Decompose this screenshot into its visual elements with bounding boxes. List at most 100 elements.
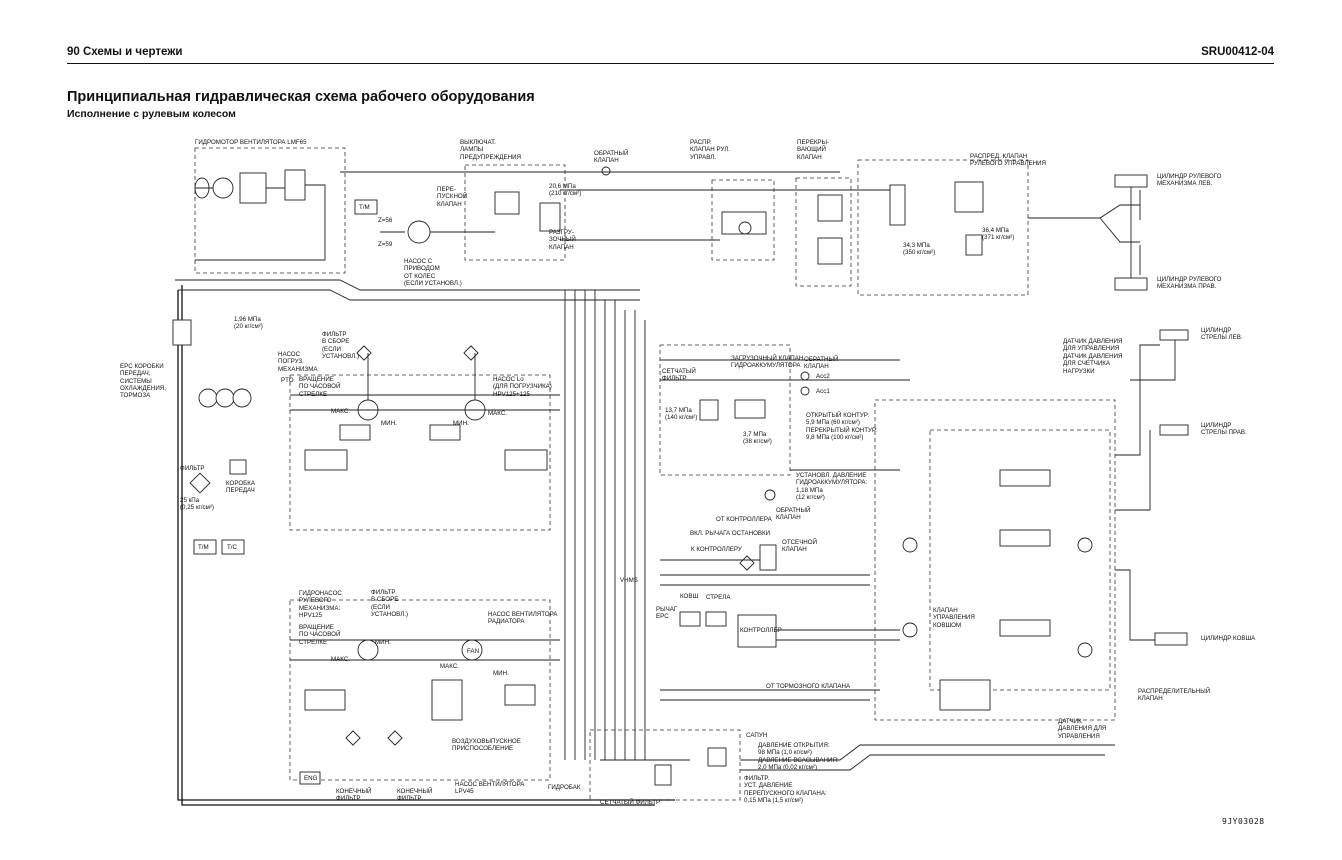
loader-pump-label: НАСОС ПОГРУЗ. МЕХАНИЗМА [278, 351, 318, 373]
breather-label: САПУН [746, 732, 768, 739]
strainer-label: СЕТЧАТЫЙ ФИЛЬТР [662, 368, 696, 383]
steer-cyl-left-label: ЦИЛИНДР РУЛЕВОГО МЕХАНИЗМА ЛЕВ. [1157, 173, 1222, 188]
breather-pressure-label: ДАВЛЕНИЕ ОТКРЫТИЯ: 98 МПа (1,0 кг/см²) Д… [758, 742, 839, 771]
steer-cyl-right-label: ЦИЛИНДР РУЛЕВОГО МЕХАНИЗМА ПРАВ. [1157, 276, 1222, 291]
stop-lever-label: ВКЛ. РЫЧАГА ОСТАНОВКИ [690, 530, 771, 537]
boom-epc [705, 611, 727, 627]
fan-motor-block [194, 147, 346, 274]
max3-label: МАКС. [331, 656, 351, 663]
check-valve-top-label: ОБРАТНЫЙ КЛАПАН [594, 150, 629, 165]
to-controller-label: К КОНТРОЛЛЕРУ [691, 546, 742, 553]
filter-left-label: ФИЛЬТР [180, 465, 205, 472]
pressure-sensor3-label: ДАТЧИК ДАВЛЕНИЯ ДЛЯ УПРАВЛЕНИЯ [1058, 718, 1107, 740]
steer-spool-label: РАСПР. КЛАПАН РУЛ. УПРАВЛ. [690, 139, 730, 161]
max2-label: МАКС. [488, 410, 508, 417]
max4-label: МАКС. [440, 663, 460, 670]
tm-box-2 [193, 539, 217, 555]
pressure-343-label: 34,3 МПа (350 кг/см²) [903, 242, 936, 257]
boom-cylinder-right [1159, 424, 1189, 436]
pressure-196-label: 1,96 МПа (20 кг/см²) [234, 316, 263, 331]
rot-clockwise-label: ВРАЩЕНИЕ ПО ЧАСОВОЙ СТРЕЛКЕ [299, 376, 341, 398]
fan-motor-label: ГИДРОМОТОР ВЕНТИЛЯТОРА LMF65 [195, 139, 307, 146]
warning-switch-label: ВЫКЛЮЧАТ. ЛАМПЫ ПРЕДУПРЕЖДЕНИЯ [460, 139, 522, 161]
tc-box [221, 539, 245, 555]
bucket-cylinder [1154, 632, 1188, 646]
check-valve-mid-label: ОБРАТНЫЙ КЛАПАН [776, 507, 811, 522]
epc-trans-label: EPC КОРОБКИ ПЕРЕДАЧ, СИСТЕМЫ ОХЛАЖДЕНИЯ,… [120, 363, 166, 400]
left-filter-icon [189, 472, 211, 494]
boom-label: СТРЕЛА [706, 594, 731, 601]
wheel-pump-icon [407, 220, 431, 244]
pressure-sensor-label: ДАТЧИК ДАВЛЕНИЯ ДЛЯ УПРАВЛЕНИЯ [1063, 338, 1123, 353]
open-circuit-label: ОТКРЫТЫЙ КОНТУР: 5,9 МПа (60 кг/см²) ПЕР… [806, 412, 878, 441]
pressure-sensor2-label: ДАТЧИК ДАВЛЕНИЯ ДЛЯ СЧЕТЧИКА НАГРУЗКИ [1063, 353, 1123, 375]
page-title: Принципиальная гидравлическая схема рабо… [67, 89, 535, 105]
filter-assy-label: ФИЛЬТР В СБОРЕ (ЕСЛИ УСТАНОВЛ.) [322, 331, 360, 360]
max1-label: МАКС. [331, 408, 351, 415]
check-valve-icon [601, 166, 611, 176]
tm-box [354, 199, 378, 215]
steer-cylinder-left [1114, 174, 1148, 188]
final-filter2-label: КОНЕЧНЫЙ ФИЛЬТР [397, 788, 433, 803]
air-bleed-label: ВОЗДУХОВЫПУСКНОЕ ПРИСПОСОБЛЕНИЕ [452, 738, 521, 753]
fan-label: FAN [467, 648, 480, 655]
strainer2-label: СЕТЧАТЫЙ ФИЛЬТР [600, 799, 661, 806]
fan-pump2-label: НАСОС ВЕНТИЛЯТОРА LPV45 [455, 781, 525, 796]
bucket-label: КОВШ [680, 593, 699, 600]
steer-fan-block [289, 599, 551, 781]
final-filter1-label: КОНЕЧНЫЙ ФИЛЬТР [336, 788, 372, 803]
pressure-37-label: 3,7 МПа (38 кг/см²) [743, 431, 772, 446]
z56-label: Z=56 [378, 217, 393, 224]
fan-pump-label: НАСОС ВЕНТИЛЯТОРА РАДИАТОРА [488, 611, 558, 626]
pto-label: PTO [281, 377, 294, 384]
acc2-icon [800, 371, 810, 381]
accum-set-label: УСТАНОВЛ. ДАВЛЕНИЕ ГИДРОАККУМУЛЯТОРА: 1,… [796, 472, 868, 501]
pressure-137-label: 13,7 МПа (140 кг/см²) [665, 407, 698, 422]
unload-valve-label: РАЗГРУ- ЗОЧНЫЙ КЛАПАН [549, 229, 576, 251]
check-valve-acc-label: ОБРАТНЫЙ КЛАПАН [804, 356, 839, 371]
header-rule [67, 63, 1274, 64]
epc-filter-box [172, 319, 192, 346]
tm-label-2: T/M [198, 544, 209, 551]
cutoff-valve-label: ОТСЕЧНОЙ КЛАПАН [782, 539, 818, 554]
controller-box [737, 614, 777, 648]
accum-icon [764, 489, 776, 501]
tank-block [589, 729, 741, 801]
page-subtitle: Исполнение с рулевым колесом [67, 108, 236, 120]
main-valve-label: РАСПРЕДЕЛИТЕЛЬНЫЙ КЛАПАН [1138, 688, 1211, 703]
bypass-valve-label: ПЕРЕ- ПУСКНОЙ КЛАПАН [437, 186, 468, 208]
pressure-206-label: 20,6 МПа (210 кг/см²) [549, 183, 582, 198]
controller-label: КОНТРОЛЛЕР [740, 627, 782, 634]
steer-spool-block [711, 179, 775, 261]
boom-cyl-left-label: ЦИЛИНДР СТРЕЛЫ ЛЕВ. [1201, 327, 1243, 342]
from-controller-label: ОТ КОНТРОЛЛЕРА [716, 516, 772, 523]
accum-charge-label: ЗАГРУЗОЧНЫЙ КЛАПАН ГИДРОАККУМУЛЯТОРА [731, 355, 804, 370]
steer-dist-block [857, 159, 1029, 296]
bucket-cyl-label: ЦИЛИНДР КОВША [1201, 635, 1256, 642]
loader-pump-block [289, 374, 551, 531]
vhms-label: VHMS [620, 577, 638, 584]
from-brake-label: ОТ ТОРМОЗНОГО КЛАПАНА [766, 683, 851, 690]
filter-assy2-label: ФИЛЬТР В СБОРЕ (ЕСЛИ УСТАНОВЛ.) [371, 589, 409, 618]
transmission-label: КОРОБКА ПЕРЕДАЧ [226, 480, 255, 495]
tc-label: T/C [227, 544, 237, 551]
tm-label: T/M [359, 204, 370, 211]
fan-motor-icon [212, 177, 234, 199]
min2-label: МИН. [453, 420, 469, 427]
epc-lever-label: РЫЧАГ EPC [656, 606, 678, 621]
z59-label: Z=59 [378, 241, 393, 248]
steer-pump-label: ГИДРОНАСОС РУЛЕВОГО МЕХАНИЗМА: HPV125 [299, 590, 342, 619]
bucket-control-label: КЛАПАН УПРАВЛЕНИЯ КОВШОМ [933, 607, 975, 629]
steer-dist-valve-label: РАСПРЕД. КЛАПАН РУЛЕВОГО УПРАВЛЕНИЯ [970, 153, 1047, 168]
lo-pump-label: НАСОС Lo (ДЛЯ ПОГРУЗЧИКА) HPV125+125 [493, 376, 552, 398]
tank-label: ГИДРОБАК [548, 784, 581, 791]
pressure-364-label: 36,4 МПа (371 кг/см²) [982, 227, 1015, 242]
acc1-icon [800, 386, 810, 396]
figure-reference: 9JY03028 [1222, 817, 1265, 826]
acc1-label: Acc1 [816, 388, 830, 395]
rot-clockwise2-label: ВРАЩЕНИЕ ПО ЧАСОВОЙ СТРЕЛКЕ [299, 624, 341, 646]
wheel-pump-label: НАСОС С ПРИВОДОМ ОТ КОЛЕС (ЕСЛИ УСТАНОВЛ… [404, 258, 462, 287]
eng-label: ENG [304, 775, 318, 782]
pressure-250-label: 25 кПа (0,25 кг/см²) [180, 497, 214, 512]
